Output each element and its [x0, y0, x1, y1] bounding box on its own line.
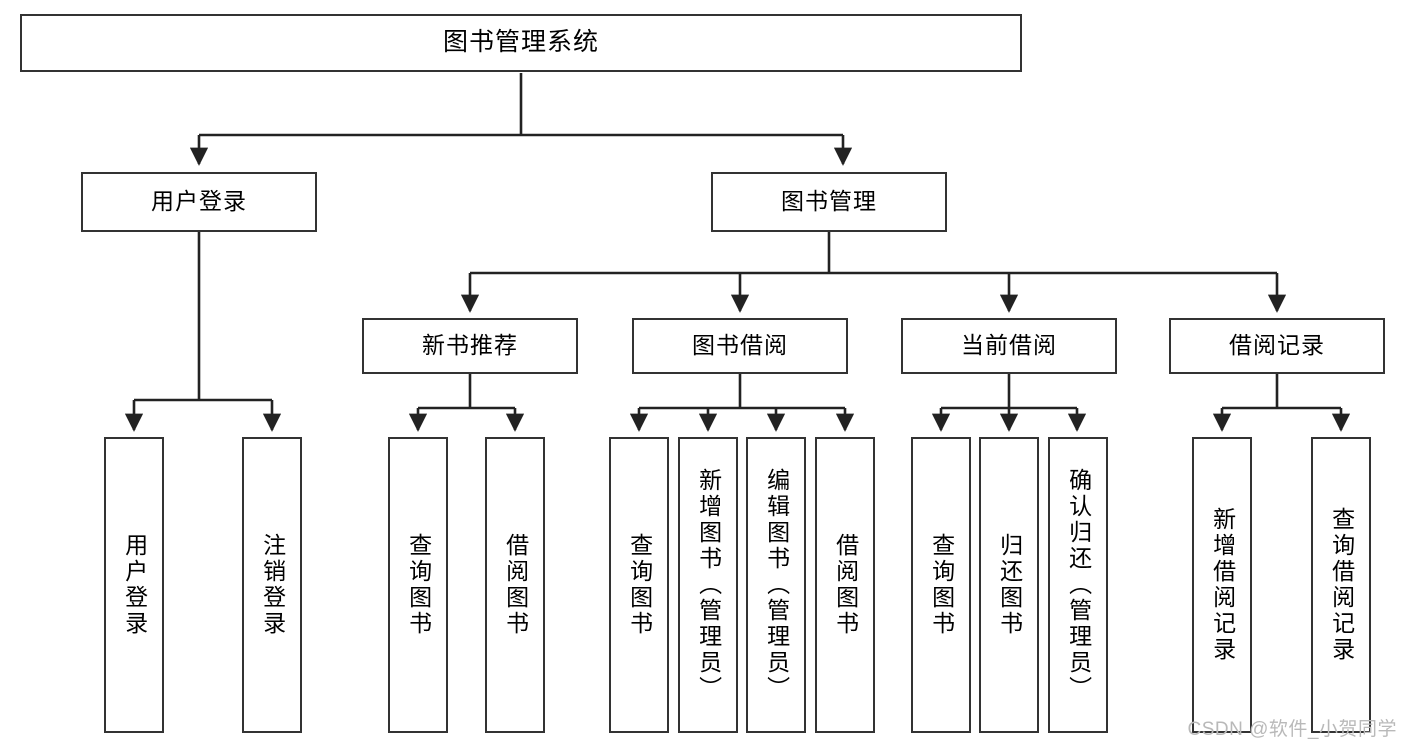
leaf-user-login[interactable]: 用户登录 — [104, 437, 164, 733]
node-label: 查询图书 — [928, 533, 955, 637]
node-label: 图书管理 — [781, 188, 877, 215]
leaf-user-logout[interactable]: 注销登录 — [242, 437, 302, 733]
node-label: 新增图书（管理员） — [695, 468, 722, 702]
leaf-edit-book-admin[interactable]: 编辑图书（管理员） — [746, 437, 806, 733]
node-label: 查询借阅记录 — [1328, 507, 1355, 663]
node-label: 编辑图书（管理员） — [763, 468, 790, 702]
watermark-credit: CSDN @软件_小贺同学 — [1187, 719, 1397, 740]
node-label: 注销登录 — [259, 533, 286, 637]
leaf-add-borrow-record[interactable]: 新增借阅记录 — [1192, 437, 1252, 733]
node-borrow-records[interactable]: 借阅记录 — [1169, 318, 1385, 374]
leaf-query-book-recommend[interactable]: 查询图书 — [388, 437, 448, 733]
leaf-confirm-return-admin[interactable]: 确认归还（管理员） — [1048, 437, 1108, 733]
leaf-query-book-current[interactable]: 查询图书 — [911, 437, 971, 733]
node-label: 查询图书 — [626, 533, 653, 637]
node-label: 当前借阅 — [961, 332, 1057, 359]
node-label: 借阅图书 — [502, 533, 529, 637]
node-user-login[interactable]: 用户登录 — [81, 172, 317, 232]
node-label: 借阅图书 — [832, 533, 859, 637]
node-label: 图书管理系统 — [442, 28, 599, 57]
node-label: 确认归还（管理员） — [1065, 468, 1092, 702]
node-label: 图书借阅 — [692, 332, 788, 359]
node-new-book-recommend[interactable]: 新书推荐 — [362, 318, 578, 374]
node-book-borrow[interactable]: 图书借阅 — [632, 318, 848, 374]
node-label: 用户登录 — [151, 188, 247, 215]
node-current-borrow[interactable]: 当前借阅 — [901, 318, 1117, 374]
leaf-borrow-book-recommend[interactable]: 借阅图书 — [485, 437, 545, 733]
leaf-borrow-book[interactable]: 借阅图书 — [815, 437, 875, 733]
leaf-query-book-borrow[interactable]: 查询图书 — [609, 437, 669, 733]
leaf-return-book[interactable]: 归还图书 — [979, 437, 1039, 733]
node-label: 新书推荐 — [422, 332, 518, 359]
node-root-system[interactable]: 图书管理系统 — [20, 14, 1022, 72]
node-label: 归还图书 — [996, 533, 1023, 637]
leaf-query-borrow-record[interactable]: 查询借阅记录 — [1311, 437, 1371, 733]
node-label: 新增借阅记录 — [1209, 507, 1236, 663]
leaf-add-book-admin[interactable]: 新增图书（管理员） — [678, 437, 738, 733]
node-book-management[interactable]: 图书管理 — [711, 172, 947, 232]
node-label: 用户登录 — [121, 533, 148, 637]
node-label: 查询图书 — [405, 533, 432, 637]
node-label: 借阅记录 — [1229, 332, 1325, 359]
